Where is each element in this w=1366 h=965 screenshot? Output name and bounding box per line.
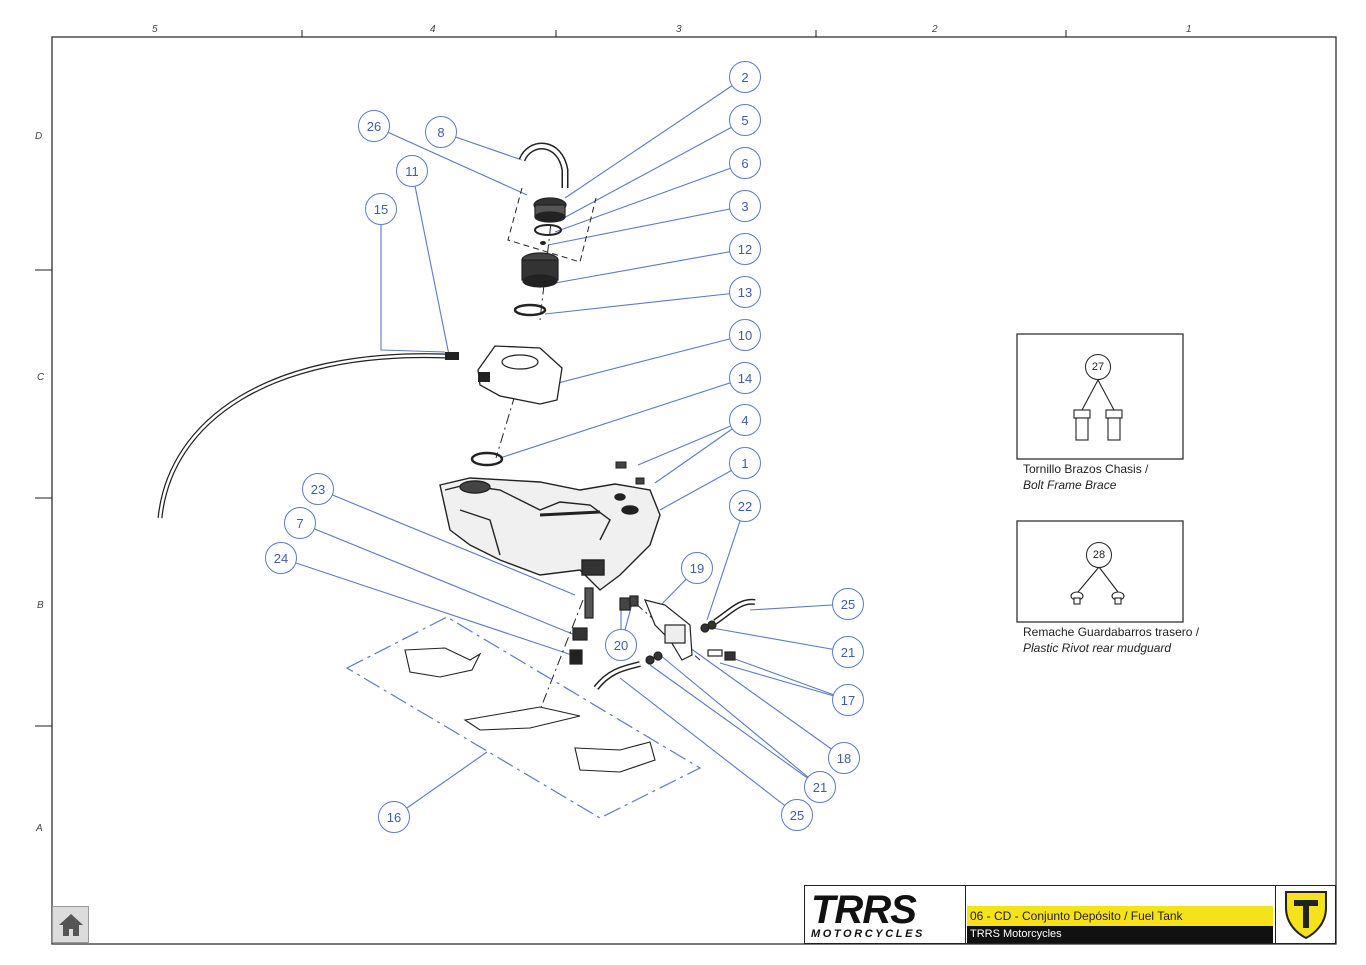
o-ring-13 <box>513 303 547 317</box>
part-balloon[interactable]: 10 <box>729 319 761 351</box>
part-balloon[interactable]: 8 <box>425 116 457 148</box>
filler-cap <box>533 197 567 223</box>
inset-box-27 <box>1016 333 1184 460</box>
fuel-tap-assembly <box>569 587 756 690</box>
inset-balloon-27[interactable]: 27 <box>1085 354 1111 380</box>
part-balloon[interactable]: 2 <box>729 61 761 93</box>
heat-shield-kit <box>404 647 656 773</box>
part-balloon[interactable]: 4 <box>729 404 761 436</box>
zone-label-top: 2 <box>932 24 938 35</box>
part-balloon[interactable]: 25 <box>832 588 864 620</box>
filler-cover <box>477 345 563 405</box>
part-balloon[interactable]: 18 <box>828 742 860 774</box>
part-balloon[interactable]: 20 <box>605 629 637 661</box>
inset-balloon-28[interactable]: 28 <box>1086 542 1112 568</box>
part-balloon[interactable]: 3 <box>729 190 761 222</box>
part-balloon[interactable]: 25 <box>781 799 813 831</box>
caption-es: Remache Guardabarros trasero / <box>1023 625 1200 639</box>
company-name: TRRS Motorcycles <box>967 926 1273 943</box>
inset-caption-27: Tornillo Brazos Chasis / Bolt Frame Brac… <box>1023 461 1148 493</box>
part-balloon[interactable]: 5 <box>729 104 761 136</box>
fuel-tank <box>439 477 661 591</box>
zone-label-top: 1 <box>1186 24 1192 35</box>
part-balloon[interactable]: 14 <box>729 362 761 394</box>
inset-box-28 <box>1016 520 1184 623</box>
leader-lines <box>280 76 849 818</box>
part-balloon[interactable]: 22 <box>729 490 761 522</box>
bolt-pair <box>1073 379 1123 441</box>
part-balloon[interactable]: 6 <box>729 147 761 179</box>
home-button[interactable] <box>52 906 89 943</box>
trrs-shield-icon <box>1275 886 1336 943</box>
heat-shield-kit-outline <box>345 616 702 819</box>
home-icon <box>58 913 83 936</box>
part-balloon[interactable]: 19 <box>681 552 713 584</box>
seal-ring <box>534 224 562 236</box>
trrs-logo: TRRS MOTORCYCLES <box>805 886 966 943</box>
part-balloon[interactable]: 11 <box>396 155 428 187</box>
caption-en: Bolt Frame Brace <box>1023 478 1117 492</box>
cap-group-bracket <box>507 187 597 263</box>
part-balloon[interactable]: 1 <box>729 447 761 479</box>
title-block: TRRS MOTORCYCLES 06 - CD - Conjunto Depó… <box>804 885 1336 944</box>
part-balloon[interactable]: 23 <box>302 473 334 505</box>
zone-label-left: A <box>36 823 43 834</box>
zone-ticks <box>35 30 1067 727</box>
part-balloon[interactable]: 26 <box>358 110 390 142</box>
part-balloon[interactable]: 15 <box>365 193 397 225</box>
caption-es: Tornillo Brazos Chasis / <box>1023 462 1149 476</box>
part-balloon[interactable]: 21 <box>832 636 864 668</box>
part-balloon[interactable]: 16 <box>378 801 410 833</box>
zone-label-top: 4 <box>430 24 436 35</box>
part-balloon[interactable]: 24 <box>265 542 297 574</box>
part-balloon[interactable]: 21 <box>804 771 836 803</box>
filler-neck <box>521 252 559 288</box>
part-balloon[interactable]: 13 <box>729 276 761 308</box>
caption-en: Plastic Rivot rear mudguard <box>1023 641 1172 655</box>
o-ring-14 <box>470 451 504 467</box>
part-balloon[interactable]: 7 <box>284 507 316 539</box>
drawing-title: 06 - CD - Conjunto Depósito / Fuel Tank <box>967 906 1273 926</box>
rivet-pair <box>1070 566 1125 605</box>
zone-label-left: C <box>37 372 45 383</box>
tank-bolts <box>615 461 645 485</box>
inset-caption-28: Remache Guardabarros trasero / Plastic R… <box>1023 624 1199 656</box>
zone-label-left: D <box>35 131 43 142</box>
zone-label-top: 3 <box>676 24 682 35</box>
logo-wordmark: TRRS <box>811 888 917 932</box>
logo-subtext: MOTORCYCLES <box>811 928 925 940</box>
zone-label-top: 5 <box>152 24 158 35</box>
part-balloon[interactable]: 12 <box>729 233 761 265</box>
drawing-frame <box>51 36 1337 945</box>
zone-label-left: B <box>37 600 44 611</box>
part-balloon[interactable]: 17 <box>832 684 864 716</box>
